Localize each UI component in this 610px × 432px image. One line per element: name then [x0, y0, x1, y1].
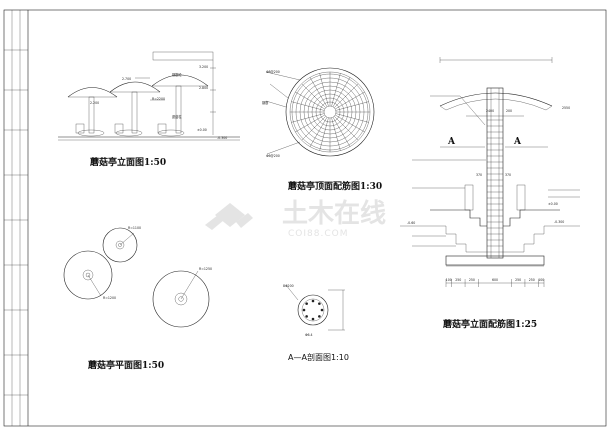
detail-label: 370 — [505, 173, 511, 177]
detail-label: 2550 — [562, 106, 570, 110]
roof-rebar-ray — [335, 101, 369, 111]
section-label: 8Φ200 — [283, 284, 294, 288]
dimension-label: 250 — [469, 278, 475, 282]
elevation-label: 蘑菇柱 — [172, 114, 182, 119]
elevation-title: 蘑菇亭立面图1:50 — [90, 156, 166, 168]
roof-rebar-ray — [334, 83, 359, 108]
roof-rebar-ray — [295, 91, 325, 110]
roof-plan-label: 钢筋 — [262, 100, 268, 105]
watermark-logo-icon — [205, 203, 253, 230]
roof-plan-title: 蘑菇亭顶面配筋图1:30 — [288, 180, 382, 192]
elevation-label: 钢筋砼 — [172, 72, 182, 77]
roof-rebar-ray — [309, 117, 328, 147]
roof-rebar-ray — [301, 83, 326, 108]
dimension-label: 250 — [515, 278, 521, 282]
section-rebar-dot — [305, 302, 308, 305]
section-mark-right: A — [513, 137, 522, 147]
elevation-label: 2.700 — [122, 77, 131, 81]
elevation-label: 2.800 — [199, 86, 208, 90]
section-rebar-dot — [302, 308, 306, 312]
roof-rebar-ray — [331, 73, 341, 107]
dimension-label: 100 — [446, 278, 452, 282]
roof-rebar-ray — [331, 117, 341, 151]
floor-plan-label: R=1250 — [199, 267, 212, 271]
floor-plan-label: R=1100 — [128, 226, 141, 230]
floor-plan-drawing: R=1100 R=1200 R=1250 — [63, 226, 212, 328]
detail-label: 2400 — [486, 109, 494, 113]
roof-rebar-ray — [301, 116, 326, 141]
watermark-brand: 土木在线 — [282, 199, 386, 229]
roof-plan-label: Φ8@200 — [266, 70, 280, 74]
floor-plan-label: R=1200 — [103, 296, 116, 300]
title-strip-grid — [4, 10, 28, 426]
section-rebar-dot — [305, 315, 308, 318]
sheet-border — [3, 9, 607, 427]
roof-rebar-ray — [332, 117, 351, 147]
detail-label: -0.300 — [554, 220, 564, 224]
elevation-label: ±0.00 — [197, 128, 207, 132]
roof-rebar-ray — [291, 113, 325, 123]
section-rebar-dot — [311, 317, 315, 321]
detail-label: -0.60 — [407, 221, 415, 225]
detail-label: 370 — [476, 173, 482, 177]
section-rebar-dot — [311, 299, 315, 303]
elevation-label: R=2200 — [152, 97, 165, 101]
watermark-url: COI88.COM — [288, 229, 348, 239]
detail-elevation-title: 蘑菇亭立面配筋图1:25 — [443, 318, 537, 330]
section-rebar-dot — [318, 315, 321, 318]
roof-rebar-ray — [334, 116, 359, 141]
section-aa-title: A—A剖面图1:10 — [288, 352, 349, 362]
elevation-label: -0.300 — [217, 136, 227, 140]
roof-rebar-ray — [309, 77, 328, 107]
roof-rebar-ray — [319, 117, 329, 151]
elevation-drawing: 2.700 2.200 3.200 2.800 ±0.00 -0.300 R=2… — [58, 51, 240, 141]
elevation-label: 3.200 — [199, 65, 208, 69]
roof-rebar-ray — [335, 113, 369, 123]
dimension-label: 250 — [455, 278, 461, 282]
section-rebar-dot — [320, 308, 324, 312]
section-rebar-dot — [318, 302, 321, 305]
roof-plan-label: Φ6@200 — [266, 154, 280, 158]
roof-rebar-ray — [335, 91, 365, 110]
elevation-label: 2.200 — [90, 101, 99, 105]
roof-rebar-ray — [319, 73, 329, 107]
detail-label: ±0.00 — [548, 202, 558, 206]
floor-plan-title: 蘑菇亭平面图1:50 — [88, 359, 164, 371]
dimension-label: 600 — [492, 278, 498, 282]
section-aa-drawing: 8Φ200 Φ6.4 — [283, 284, 345, 337]
roof-rebar-ray — [295, 114, 325, 133]
section-mark-left: A — [447, 137, 456, 147]
dimension-label: 250 — [529, 278, 535, 282]
roof-rebar-ray — [335, 114, 365, 133]
section-label: Φ6.4 — [305, 333, 313, 337]
watermark: 土木在线 COI88.COM — [205, 199, 386, 239]
roof-plan-drawing: Φ8@200 钢筋 Φ6@200 — [262, 67, 375, 158]
roof-rebar-ray — [291, 101, 325, 111]
detail-label: 200 — [506, 109, 512, 113]
dimension-label: 100 — [538, 278, 544, 282]
roof-rebar-ray — [332, 77, 351, 107]
